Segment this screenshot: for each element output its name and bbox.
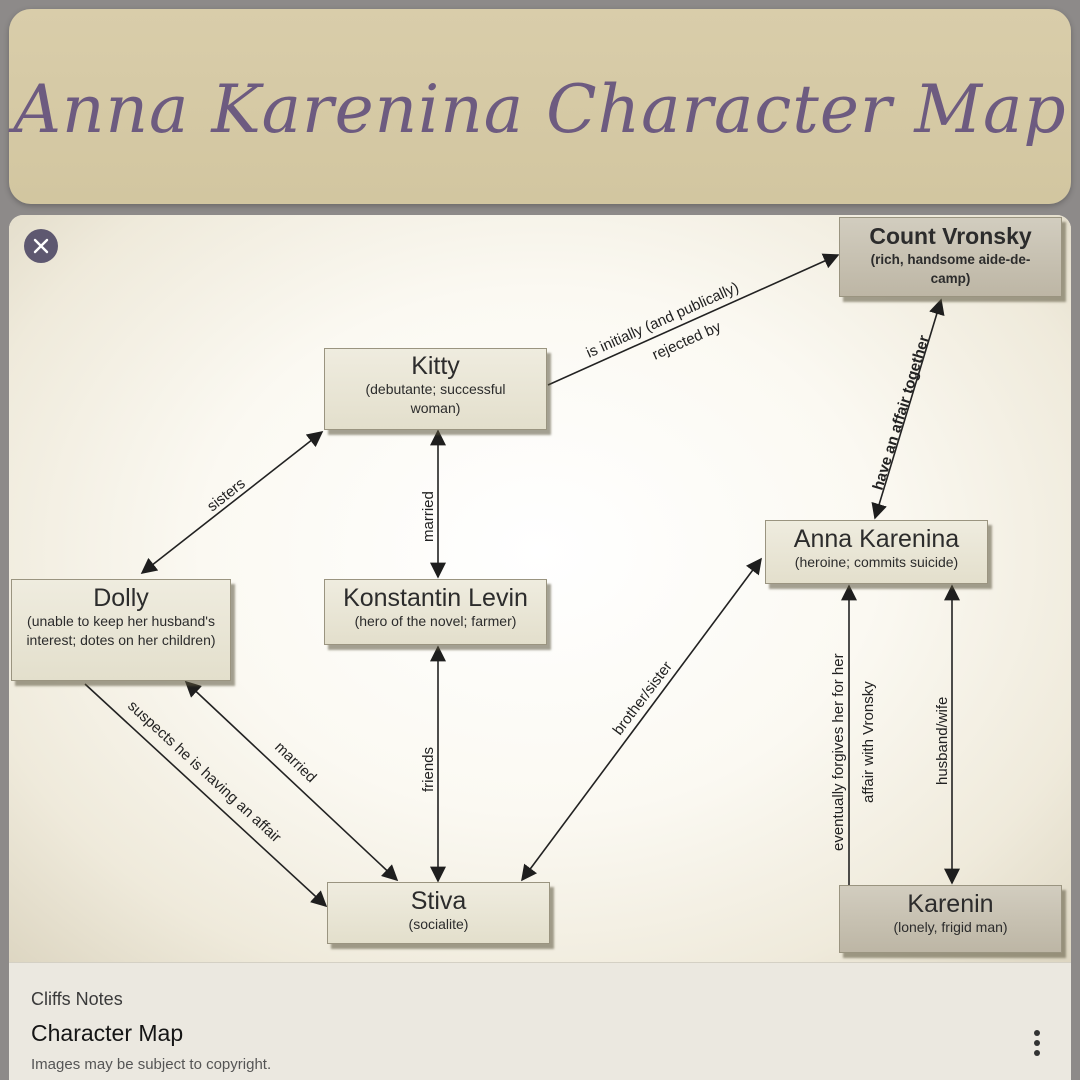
edge-label-anna-karenin: husband/wife [934, 697, 951, 785]
character-description: (unable to keep her husband's interest; … [26, 613, 216, 648]
edge-label-karenin-anna-forgives-1: eventually forgives her for her [830, 653, 847, 851]
page-title: Anna Karenina Character Map [13, 71, 1067, 148]
edge-label-karenin-anna-forgives-2: affair with Vronsky [860, 681, 877, 803]
character-name: Count Vronsky [869, 223, 1032, 249]
character-name: Karenin [907, 890, 994, 918]
character-node-anna: Anna Karenina (heroine; commits suicide) [765, 520, 988, 584]
character-node-stiva: Stiva (socialite) [327, 882, 550, 944]
image-info-footer: Cliffs Notes Character Map Images may be… [9, 962, 1071, 1080]
close-icon [33, 238, 49, 254]
title-banner: Anna Karenina Character Map [9, 9, 1071, 204]
character-description: (rich, handsome aide-de-camp) [870, 252, 1031, 286]
character-name: Konstantin Levin [343, 584, 528, 612]
edge-dolly-stiva-suspects [84, 683, 328, 908]
edge-label-kitty-levin: married [420, 491, 437, 542]
character-node-karenin: Karenin (lonely, frigid man) [839, 885, 1062, 953]
character-node-dolly: Dolly (unable to keep her husband's inte… [11, 579, 231, 681]
edge-kitty-vronsky [547, 253, 840, 386]
more-vertical-icon [1027, 1030, 1047, 1056]
character-description: (debutante; successful woman) [365, 381, 506, 416]
character-name: Kitty [411, 352, 460, 380]
relationship-lines: is initially (and publically) rejected b… [84, 253, 960, 908]
more-options-button[interactable] [1027, 1028, 1047, 1062]
source-link[interactable]: Cliffs Notes [31, 989, 123, 1009]
edge-label-levin-stiva: friends [420, 747, 437, 792]
edge-label-stiva-anna: brother/sister [610, 658, 676, 738]
character-description: (lonely, frigid man) [893, 919, 1008, 935]
close-button[interactable] [24, 229, 58, 263]
edge-dolly-kitty [140, 431, 324, 574]
character-description: (socialite) [408, 916, 469, 932]
edge-label-dolly-stiva-married: married [271, 739, 319, 787]
character-name: Dolly [93, 584, 149, 612]
edge-stiva-anna [521, 557, 762, 882]
image-title-link[interactable]: Character Map [31, 1020, 184, 1046]
copyright-notice: Images may be subject to copyright. [31, 1056, 272, 1073]
character-name: Anna Karenina [793, 525, 960, 553]
image-viewer-card: is initially (and publically) rejected b… [9, 215, 1071, 1080]
character-description: (heroine; commits suicide) [794, 554, 959, 570]
edge-label-vronsky-anna: have an affair together [870, 333, 933, 492]
edge-vronsky-anna [871, 298, 945, 520]
character-node-levin: Konstantin Levin (hero of the novel; far… [324, 579, 547, 645]
character-node-kitty: Kitty (debutante; successful woman) [324, 348, 547, 430]
character-map-diagram: is initially (and publically) rejected b… [9, 215, 1071, 962]
character-node-vronsky: Count Vronsky (rich, handsome aide-de-ca… [839, 217, 1062, 297]
edge-dolly-stiva-married [184, 680, 399, 882]
edge-label-dolly-stiva-suspects: suspects he is having an affair [124, 697, 284, 846]
character-description: (hero of the novel; farmer) [354, 613, 517, 629]
character-name: Stiva [410, 887, 467, 915]
